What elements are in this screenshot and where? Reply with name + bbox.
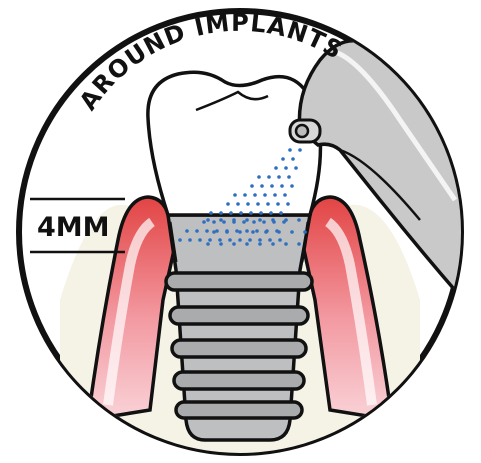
spray-dot <box>206 218 210 222</box>
measurement-label: 4MM <box>37 212 110 243</box>
spray-dot <box>208 238 212 242</box>
spray-dot <box>188 238 192 242</box>
spray-dot <box>290 230 294 234</box>
spray-dot <box>226 202 230 206</box>
spray-dot <box>229 211 233 215</box>
spray-dot <box>269 211 273 215</box>
spray-dot <box>256 202 260 206</box>
spray-dot <box>271 218 275 222</box>
spray-dot <box>195 229 199 233</box>
spray-dot <box>250 184 254 188</box>
spray-dot <box>245 242 249 246</box>
spray-dot <box>257 175 261 179</box>
spray-dot <box>281 157 285 161</box>
spray-dot <box>225 230 229 234</box>
spray-dot <box>276 202 280 206</box>
spray-dot <box>280 184 284 188</box>
spray-dot <box>228 238 232 242</box>
spray-dot <box>232 242 236 246</box>
spray-dot <box>206 242 210 246</box>
spray-dot <box>277 175 281 179</box>
spray-dot <box>243 193 247 197</box>
spray-dot <box>219 218 223 222</box>
spray-dot <box>273 193 277 197</box>
spray-dot <box>286 202 290 206</box>
spray-dot <box>297 242 301 246</box>
spray-dot <box>259 211 263 215</box>
spray-dot <box>248 238 252 242</box>
spray-dot <box>274 166 278 170</box>
spray-dot <box>264 230 268 234</box>
spray-dot <box>297 218 301 222</box>
spray-dot <box>232 218 236 222</box>
spray-dot <box>249 211 253 215</box>
spray-dot <box>294 166 298 170</box>
spray-dot <box>222 220 226 224</box>
spray-dot <box>218 238 222 242</box>
spray-dot <box>298 148 302 152</box>
spray-dot <box>284 166 288 170</box>
spray-dot <box>219 242 223 246</box>
spray-dot <box>209 211 213 215</box>
spray-dot <box>291 157 295 161</box>
spray-dot <box>267 175 271 179</box>
nozzle-tip <box>290 120 320 142</box>
spray-dot <box>238 238 242 242</box>
spray-dot <box>198 238 202 242</box>
spray-dot <box>178 238 182 242</box>
spray-dot <box>245 218 249 222</box>
spray-dot <box>219 211 223 215</box>
spray-dot <box>263 193 267 197</box>
spray-dot <box>271 242 275 246</box>
spray-dot <box>278 238 282 242</box>
spray-dot <box>246 202 250 206</box>
spray-dot <box>270 184 274 188</box>
spray-dot <box>266 202 270 206</box>
spray-dot <box>268 238 272 242</box>
spray-dot <box>258 242 262 246</box>
spray-dot <box>277 230 281 234</box>
spray-dot <box>212 220 216 224</box>
spray-dot <box>233 193 237 197</box>
spray-dot <box>236 202 240 206</box>
spray-dot <box>252 220 256 224</box>
spray-dot <box>279 211 283 215</box>
spray-dot <box>251 230 255 234</box>
spray-dot <box>303 230 307 234</box>
spray-dot <box>258 238 262 242</box>
spray-dot <box>242 220 246 224</box>
spray-dot <box>185 229 189 233</box>
spray-dot <box>255 229 259 233</box>
spray-dot <box>253 193 257 197</box>
spray-dot <box>287 175 291 179</box>
spray-dot <box>288 148 292 152</box>
spray-dot <box>283 193 287 197</box>
spray-dot <box>239 211 243 215</box>
spray-dot <box>258 218 262 222</box>
spray-dot <box>212 230 216 234</box>
spray-dot <box>262 220 266 224</box>
spray-dot <box>245 229 249 233</box>
spray-dot <box>202 220 206 224</box>
spray-dot <box>205 229 209 233</box>
spray-dot <box>260 184 264 188</box>
spray-dot <box>290 184 294 188</box>
spray-dot <box>284 242 288 246</box>
spray-dot <box>284 218 288 222</box>
spray-dot <box>238 230 242 234</box>
